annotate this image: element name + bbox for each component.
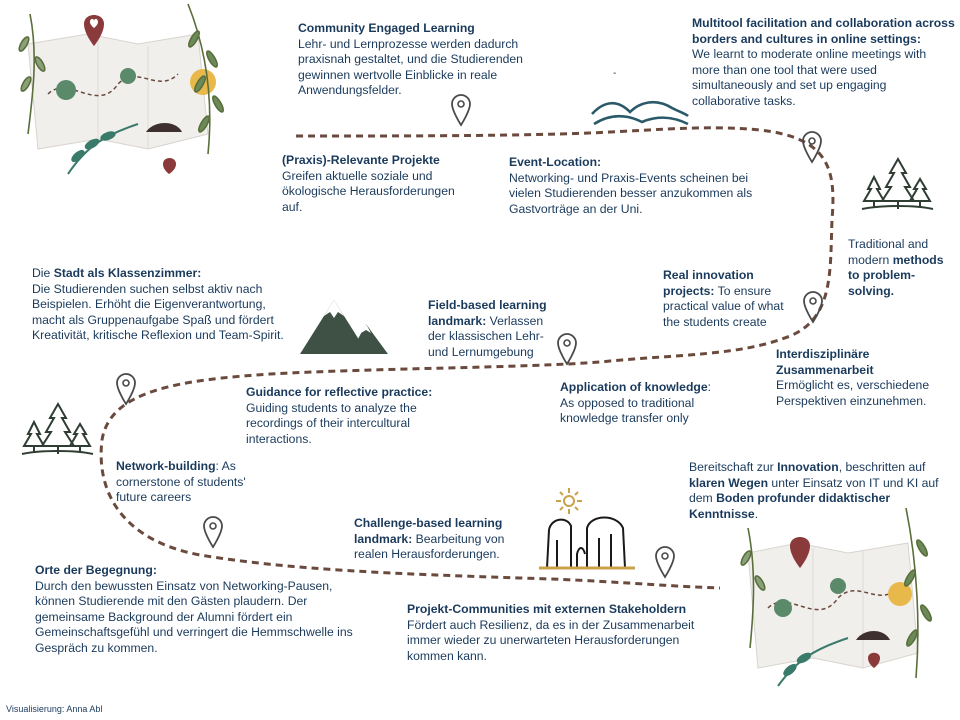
block-title: Field-based learning landmark: xyxy=(428,298,547,328)
location-pin-icon xyxy=(116,373,136,406)
orte-der-begegnung-block: Orte der Begegnung: Durch den bewussten … xyxy=(35,563,375,657)
real-innovation-projects-block: Real innovation projects: To ensure prac… xyxy=(663,268,803,330)
stadt-als-klassenzimmer-block: Die Stadt als Klassenzimmer: Die Studier… xyxy=(32,266,298,344)
block-text: . xyxy=(754,506,759,521)
tree-icon xyxy=(21,401,94,455)
wave-icon xyxy=(591,100,689,126)
community-engaged-learning-block: Community Engaged Learning Lehr- und Ler… xyxy=(298,21,548,99)
block-title: Multitool facilitation and collaboration… xyxy=(692,16,955,46)
multitool-facilitation-block: Multitool facilitation and collaboration… xyxy=(692,16,956,110)
interdisziplinaere-zusammenarbeit-block: Interdisziplinäre Zusammenarbeit Ermögli… xyxy=(776,347,946,409)
location-pin-icon xyxy=(655,546,675,579)
block-bold-text: Boden profunder didaktischer Kenntnisse xyxy=(689,491,891,521)
map-illustration xyxy=(740,507,932,687)
block-title: Stadt als Klassenzimmer: xyxy=(53,266,202,280)
praxis-relevante-projekte-block: (Praxis)-Relevante Projekte Greifen aktu… xyxy=(282,153,477,215)
block-bold-text: Innovation xyxy=(777,460,839,474)
location-pin-icon xyxy=(451,94,471,127)
block-title: (Praxis)-Relevante Projekte xyxy=(282,153,440,167)
block-text: Die xyxy=(32,266,54,280)
field-based-learning-block: Field-based learning landmark: Verlassen… xyxy=(428,298,560,360)
block-text: Verlassen der klassischen Lehr- und Lern… xyxy=(428,313,544,359)
block-text: : As cornerstone of students' future car… xyxy=(116,459,246,505)
challenge-based-learning-block: Challenge-based learning landmark: Bearb… xyxy=(354,516,522,563)
stray-mark: - xyxy=(613,68,617,79)
block-title: Community Engaged Learning xyxy=(298,21,475,35)
location-pin-icon xyxy=(203,516,223,549)
projekt-communities-block: Projekt-Communities mit externen Stakeho… xyxy=(407,602,727,664)
block-text: Lehr- und Lernprozesse werden dadurch pr… xyxy=(298,36,523,98)
block-title: Projekt-Communities mit externen Stakeho… xyxy=(407,602,687,616)
block-title: Network-building xyxy=(116,459,216,473)
block-text: Ermöglicht es, verschiedene Perspektiven… xyxy=(776,378,930,408)
location-pin-icon xyxy=(802,131,822,164)
map-illustration xyxy=(18,3,224,175)
mountain-icon xyxy=(300,300,388,354)
block-text: Networking- und Praxis-Events scheinen b… xyxy=(509,170,753,216)
block-title: Interdisziplinäre Zusammenarbeit xyxy=(776,347,874,377)
block-title: Event-Location: xyxy=(509,155,602,169)
block-title: Real innovation projects: xyxy=(663,268,754,298)
block-text: Fördert auch Resilienz, da es in der Zus… xyxy=(407,617,695,663)
block-text: Bereitschaft zur xyxy=(689,460,778,474)
block-text: To ensure practical value of what the st… xyxy=(663,283,784,329)
block-title: Application of knowledge xyxy=(560,380,708,394)
network-building-block: Network-building: As cornerstone of stud… xyxy=(116,459,266,506)
block-text: Traditional and modern xyxy=(848,237,929,267)
event-location-block: Event-Location: Networking- und Praxis-E… xyxy=(509,155,754,217)
block-text: We learnt to moderate online meetings wi… xyxy=(692,47,927,108)
bereitschaft-innovation-block: Bereitschaft zur Innovation, beschritten… xyxy=(689,460,953,522)
rock-formation-icon xyxy=(539,516,635,570)
block-title: Guidance for reflective practice: xyxy=(246,385,433,399)
tree-icon xyxy=(861,156,934,210)
location-pin-icon xyxy=(803,291,823,324)
dashed-route xyxy=(99,126,835,590)
block-text: Guiding students to analyze the recordin… xyxy=(246,400,417,446)
credit-text: Visualisierung: Anna Abl xyxy=(6,704,103,714)
sun-icon xyxy=(556,488,582,514)
block-bold-text: methods to problem-solving. xyxy=(848,252,944,298)
application-of-knowledge-block: Application of knowledge: As opposed to … xyxy=(560,380,720,427)
block-bold-text: klaren Wegen xyxy=(689,475,769,490)
block-text: : As opposed to traditional knowledge tr… xyxy=(560,380,711,426)
block-text: Durch den bewussten Einsatz von Networki… xyxy=(35,578,353,655)
block-text: Die Studierenden suchen selbst aktiv nac… xyxy=(32,281,284,343)
guidance-reflective-practice-block: Guidance for reflective practice: Guidin… xyxy=(246,385,446,447)
block-text: unter Einsatz von IT und KI auf dem xyxy=(689,475,939,506)
traditional-modern-methods-block: Traditional and modern methods to proble… xyxy=(848,237,948,299)
block-title: Challenge-based learning landmark: xyxy=(354,516,503,546)
block-text: , beschritten auf xyxy=(838,460,926,474)
location-pin-icon xyxy=(557,333,577,366)
block-text: Greifen aktuelle soziale und ökologische… xyxy=(282,168,455,214)
block-title: Orte der Begegnung: xyxy=(35,563,157,577)
block-text: Bearbeitung von realen Herausforderungen… xyxy=(354,531,505,562)
